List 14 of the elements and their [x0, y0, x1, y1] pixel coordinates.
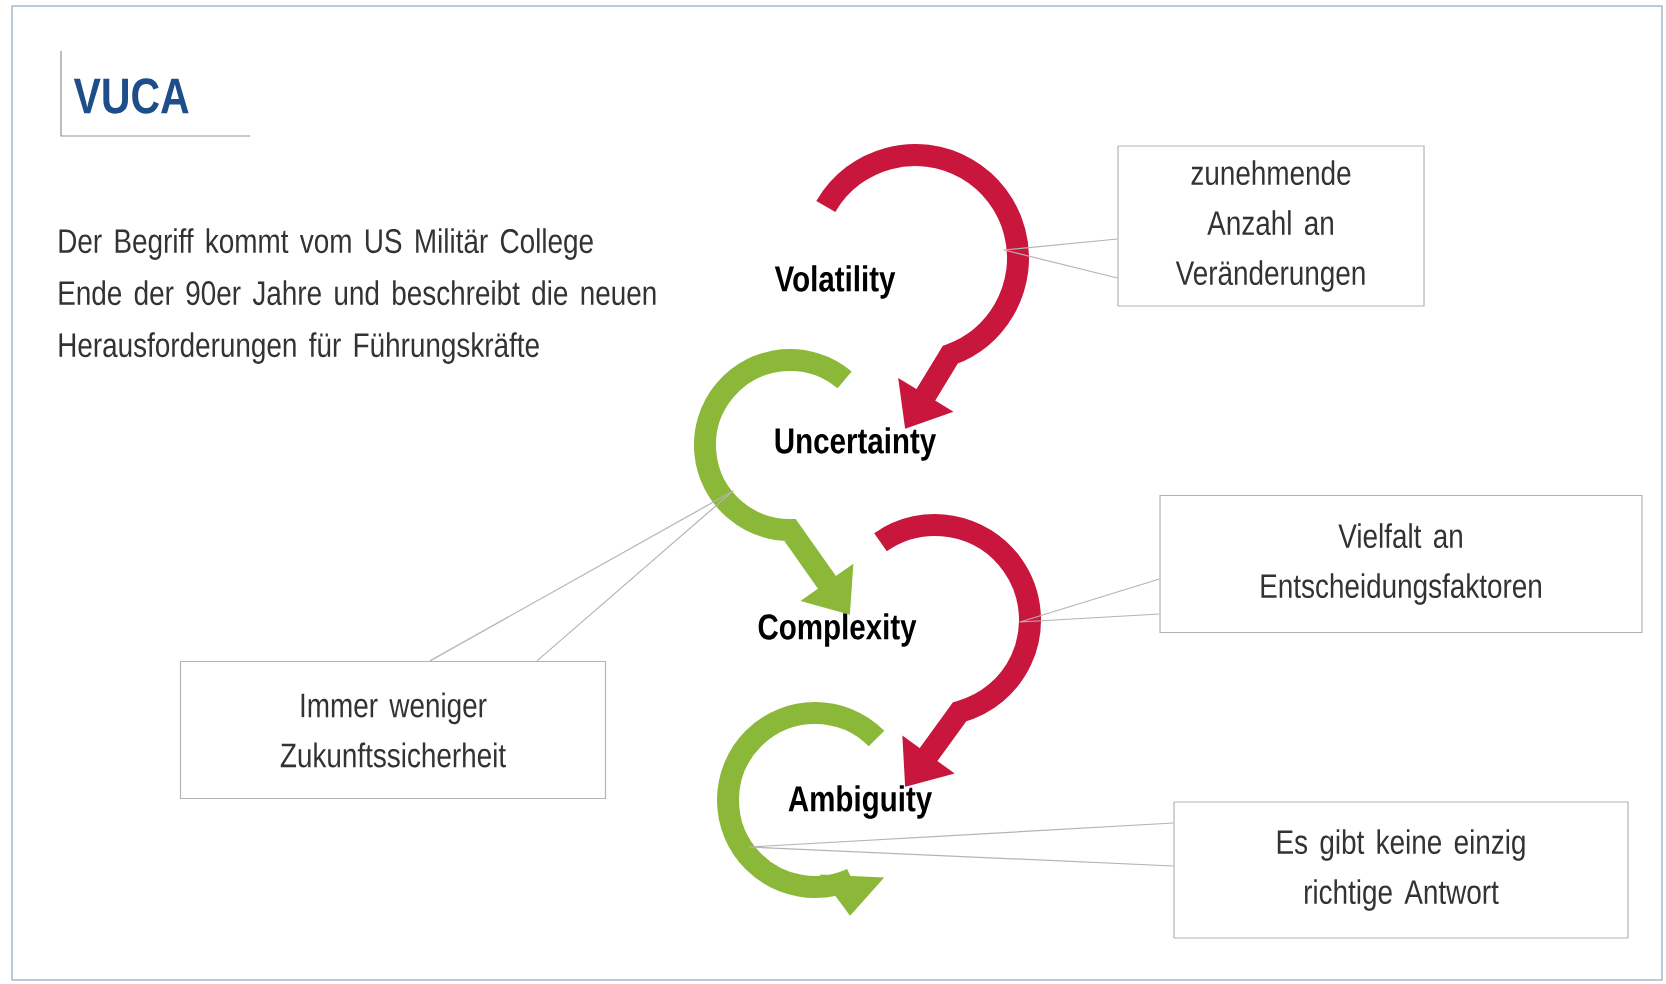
leader-line — [1019, 578, 1160, 623]
term-label: Ambiguity — [788, 785, 933, 819]
title: VUCA — [73, 78, 189, 114]
leader-line — [429, 490, 734, 662]
term-label: Uncertainty — [775, 427, 937, 461]
callout-box: Immer weniger Zukunftssicherheit — [179, 660, 607, 800]
leader-line — [1003, 238, 1118, 279]
callout-box: Vielfalt an Entscheidungsfaktoren — [1159, 494, 1643, 634]
callout-box: Es gibt keine einzig richtige Antwort — [1173, 801, 1629, 939]
term-label: Volatility — [774, 265, 896, 299]
intro-text: Der Begriff kommt vom US Militär College Ende der 90er Jahre und beschreibt die neuen Herausforderungen für Führungskräfte — [59, 228, 656, 364]
callout-box: zunehmende Anzahl an Veränderungen — [1117, 145, 1425, 307]
term-label: Complexity — [758, 613, 917, 647]
leader-line — [748, 822, 1174, 867]
